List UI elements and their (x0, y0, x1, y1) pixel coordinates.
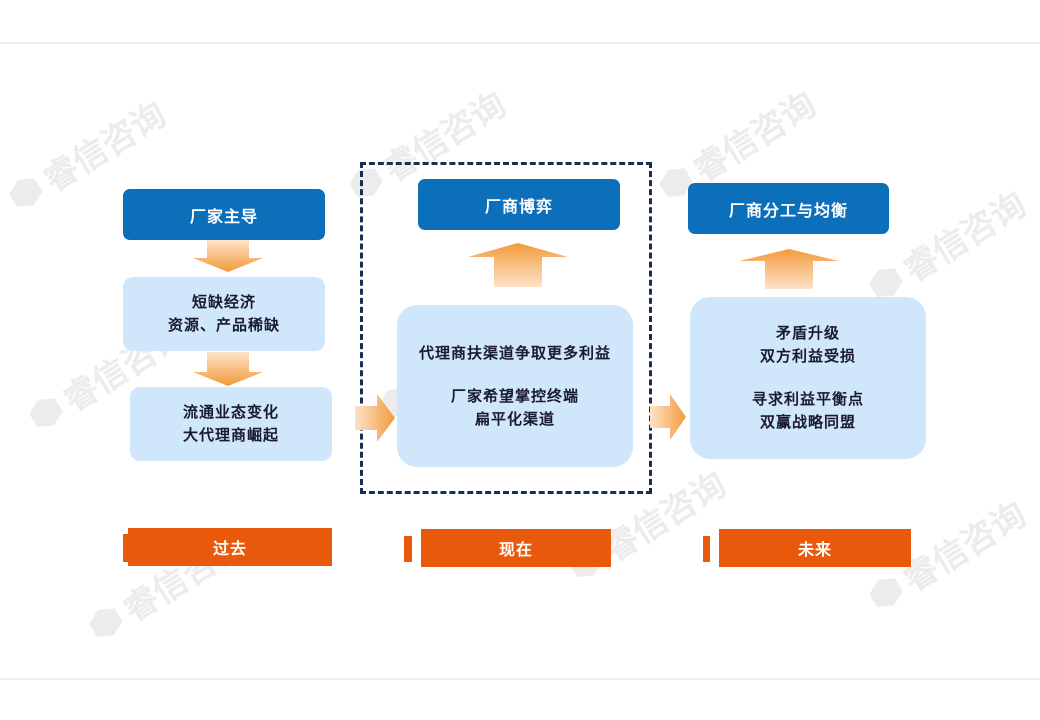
up-arrow (468, 243, 568, 287)
card-line: 扁平化渠道 (474, 409, 555, 428)
label-tick (703, 536, 710, 562)
right-arrow (650, 394, 686, 440)
card-line: 短缺经济 (191, 293, 256, 311)
card-line: 矛盾升级 (775, 324, 840, 342)
card-line: 资源、产品稀缺 (167, 316, 280, 334)
past-title-box: 厂家主导 (123, 189, 325, 240)
past-card-distribution: 流通业态变化 大代理商崛起 (130, 387, 332, 461)
past-card-shortage: 短缺经济 资源、产品稀缺 (123, 277, 325, 351)
card-line: 代理商扶渠道争取更多利益 (418, 343, 611, 362)
top-divider (0, 42, 1040, 44)
label-tick (404, 536, 412, 562)
current-stage-frame (360, 162, 652, 494)
card-line: 流通业态变化 (182, 403, 279, 421)
card-line: 双赢战略同盟 (759, 413, 856, 431)
card-line: 大代理商崛起 (182, 426, 279, 444)
down-arrow (193, 352, 263, 386)
right-arrow (355, 394, 395, 442)
present-label: 现在 (421, 529, 611, 567)
up-arrow (739, 249, 839, 289)
card-line: 寻求利益平衡点 (751, 390, 864, 408)
future-card: 矛盾升级 双方利益受损 寻求利益平衡点 双赢战略同盟 (690, 297, 926, 459)
past-label: 过去 (128, 528, 332, 566)
label-tick (123, 534, 128, 562)
watermark-logo-icon (5, 172, 46, 213)
card-line: 双方利益受损 (759, 347, 856, 365)
future-title-box: 厂商分工与均衡 (688, 183, 889, 234)
bottom-divider (0, 678, 1040, 680)
watermark-logo-icon (85, 602, 126, 643)
watermark-logo-icon (25, 392, 66, 433)
card-line: 厂家希望掌控终端 (450, 386, 579, 405)
future-label: 未来 (719, 529, 911, 567)
watermark-logo-icon (865, 572, 906, 613)
present-card: 代理商扶渠道争取更多利益 厂家希望掌控终端 扁平化渠道 (397, 305, 633, 467)
present-title-box: 厂商博弈 (418, 179, 620, 230)
down-arrow (193, 240, 263, 272)
